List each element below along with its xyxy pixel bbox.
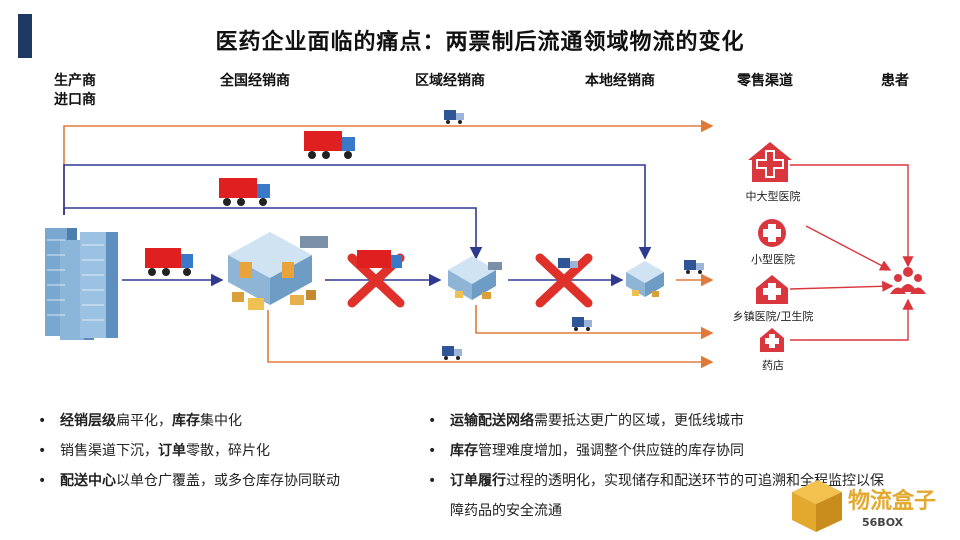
bullet-item: 经销层级扁平化，库存集中化 bbox=[30, 406, 400, 436]
column-label-regional: 区域经销商 bbox=[415, 73, 485, 89]
route-small-hospital-patient bbox=[805, 225, 892, 271]
regional-warehouse-icon bbox=[448, 256, 502, 300]
route-regional-retail bbox=[475, 305, 714, 340]
retail-node-label: 中大型医院 bbox=[745, 190, 801, 203]
bullet-item: 配送中心以单仓广覆盖，或多仓库存协同联动 bbox=[30, 466, 400, 496]
national-warehouse-icon bbox=[228, 232, 328, 310]
truck-icon bbox=[219, 178, 270, 206]
truck-small-icon bbox=[684, 260, 704, 274]
truck-small-icon bbox=[558, 258, 578, 268]
truck-small-icon bbox=[572, 317, 592, 331]
column-label-local: 本地经销商 bbox=[585, 73, 655, 89]
retail-node-label: 药店 bbox=[762, 359, 784, 372]
township-hospital-icon bbox=[756, 275, 788, 304]
route-township-hospital-patient bbox=[789, 280, 894, 292]
truck-small-icon bbox=[444, 110, 464, 124]
box-logo-icon: 物流盒子 56BOX bbox=[792, 480, 936, 532]
route-pharmacy-patient bbox=[790, 298, 914, 341]
route-to-regional bbox=[63, 207, 483, 260]
logo-subtext: 56BOX bbox=[862, 516, 904, 529]
column-label-patient: 患者 bbox=[881, 73, 909, 89]
route-national-retail bbox=[267, 310, 714, 369]
brand-logo: 物流盒子 56BOX bbox=[784, 474, 954, 536]
route-direct-retail bbox=[63, 119, 714, 215]
column-label-national: 全国经销商 bbox=[220, 73, 290, 89]
cancelled-cross-icon bbox=[535, 253, 593, 308]
bullet-list-left: 经销层级扁平化，库存集中化 销售渠道下沉，订单零散，碎片化 配送中心以单仓广覆盖… bbox=[30, 406, 400, 496]
column-label-retail: 零售渠道 bbox=[737, 73, 793, 89]
truck-icon bbox=[145, 248, 193, 276]
large-hospital-icon bbox=[748, 142, 792, 182]
bullet-item: 库存管理难度增加，强调整个供应链的库存协同 bbox=[420, 436, 890, 466]
patients-group-icon bbox=[890, 267, 926, 294]
bullet-item: 订单履行过程的透明化，实现储存和配送环节的可追溯和全程监控以保障药品的安全流通 bbox=[420, 466, 890, 526]
bullet-item: 运输配送网络需要抵达更广的区域，更低线城市 bbox=[420, 406, 890, 436]
route-large-hospital-patient bbox=[790, 164, 914, 268]
truck-small-icon bbox=[442, 346, 462, 360]
retail-node-label: 乡镇医院/卫生院 bbox=[732, 310, 814, 323]
retail-node-label: 小型医院 bbox=[751, 253, 795, 266]
column-label-manufacturer: 生产商 进口商 bbox=[54, 73, 96, 108]
local-warehouse-icon bbox=[626, 261, 664, 297]
truck-icon bbox=[304, 131, 355, 159]
page-title: 医药企业面临的痛点：两票制后流通领域物流的变化 bbox=[215, 30, 745, 55]
truck-icon bbox=[357, 250, 402, 268]
title-accent-bar bbox=[18, 14, 32, 58]
bullet-item: 销售渠道下沉，订单零散，碎片化 bbox=[30, 436, 400, 466]
manufacturer-buildings-icon bbox=[45, 228, 118, 340]
pharmacy-icon bbox=[760, 328, 784, 352]
small-hospital-icon bbox=[758, 219, 786, 247]
logo-text: 物流盒子 bbox=[848, 488, 936, 514]
bullet-list-right: 运输配送网络需要抵达更广的区域，更低线城市 库存管理难度增加，强调整个供应链的库… bbox=[420, 406, 890, 526]
route-to-local bbox=[63, 164, 652, 260]
